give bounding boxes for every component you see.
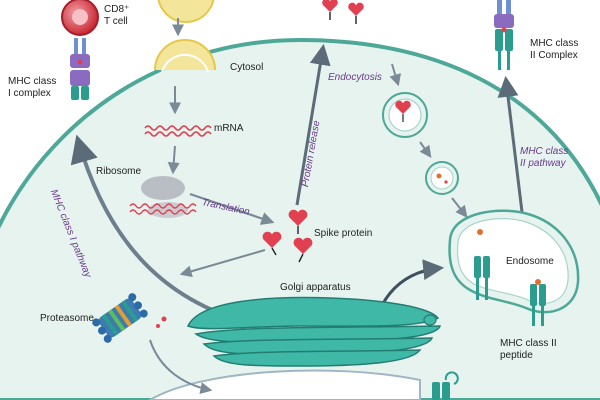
vesicle-icon <box>154 0 216 73</box>
mhc-class-i-icon <box>70 38 90 100</box>
mhc-class-ii-icon <box>494 0 514 70</box>
cytosol-label: Cytosol <box>230 62 264 73</box>
golgi-icon <box>186 296 442 367</box>
mhc-class-ii-peptide-label: MHC class II peptide <box>500 338 557 361</box>
ribosome-icon <box>129 176 197 218</box>
endocytosis-label: Endocytosis <box>328 72 382 83</box>
mhc-class-ii-complex-label: MHC class II Complex <box>530 38 579 61</box>
golgi-apparatus-label: Golgi apparatus <box>280 282 351 293</box>
spike-protein-label: Spike protein <box>314 228 373 239</box>
mhc-class-ii-pathway-label: MHC class II pathway <box>520 146 569 169</box>
spike-protein-cluster <box>262 209 313 263</box>
endosome-icon <box>448 209 580 326</box>
mhc-class-ii-partial-icon <box>432 371 459 400</box>
t-cell-icon <box>61 0 99 36</box>
ribosome-label: Ribosome <box>96 166 142 177</box>
nucleus-edge <box>148 369 421 400</box>
mrna-label: mRNA <box>214 123 244 134</box>
proteasome-icon <box>92 293 148 343</box>
mrna-icon <box>144 125 212 131</box>
cd8-t-cell-label: CD8⁺ T cell <box>104 4 130 27</box>
proteasome-label: Proteasome <box>40 313 94 324</box>
spike-protein-icon <box>322 0 364 24</box>
mhc-class-i-complex-label: MHC class I complex <box>8 76 57 99</box>
endosome-label: Endosome <box>506 256 554 267</box>
